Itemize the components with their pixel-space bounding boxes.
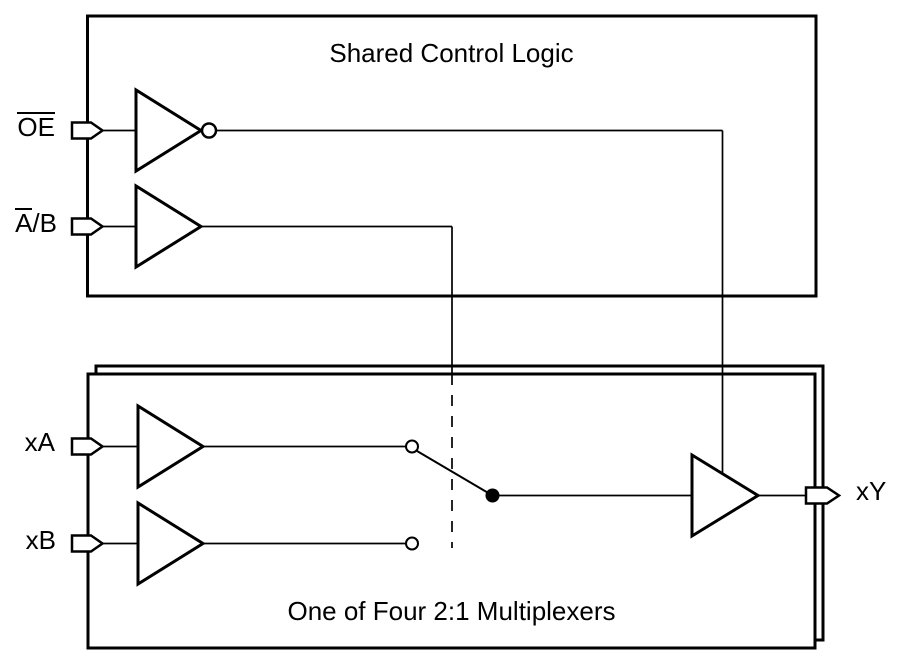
switch-common-dot-icon xyxy=(485,488,500,503)
oe-label-overlined: OE xyxy=(17,112,55,142)
output-buffer-icon xyxy=(690,452,761,539)
xb-buffer-icon xyxy=(136,500,206,587)
xy-output-pin-icon xyxy=(804,486,842,505)
control-logic-box xyxy=(86,14,818,298)
switch-contact-b-icon xyxy=(405,536,419,551)
ab-label-rest: /B xyxy=(32,208,57,238)
oe-inverter-buffer-icon xyxy=(134,87,204,174)
switch-arm xyxy=(416,450,491,495)
xa-label: xA xyxy=(24,427,55,457)
multiplexer-title: One of Four 2:1 Multiplexers xyxy=(287,596,616,626)
xb-input-pin-icon xyxy=(70,534,105,553)
xa-input-pin-icon xyxy=(70,437,105,456)
inverter-bubble-icon xyxy=(200,122,218,139)
xa-buffer-icon xyxy=(136,403,206,490)
xb-label: xB xyxy=(25,525,56,555)
ab-label-overlined: A xyxy=(15,208,33,238)
xy-label: xY xyxy=(856,476,887,506)
oe-input-pin-icon xyxy=(70,121,105,140)
oe-label: OE xyxy=(10,112,55,140)
ab-label: A/B xyxy=(10,208,57,236)
switch-contact-a-icon xyxy=(405,439,419,454)
ab-buffer-icon xyxy=(134,183,204,270)
control-logic-title: Shared Control Logic xyxy=(329,38,574,68)
ab-input-pin-icon xyxy=(70,217,105,236)
